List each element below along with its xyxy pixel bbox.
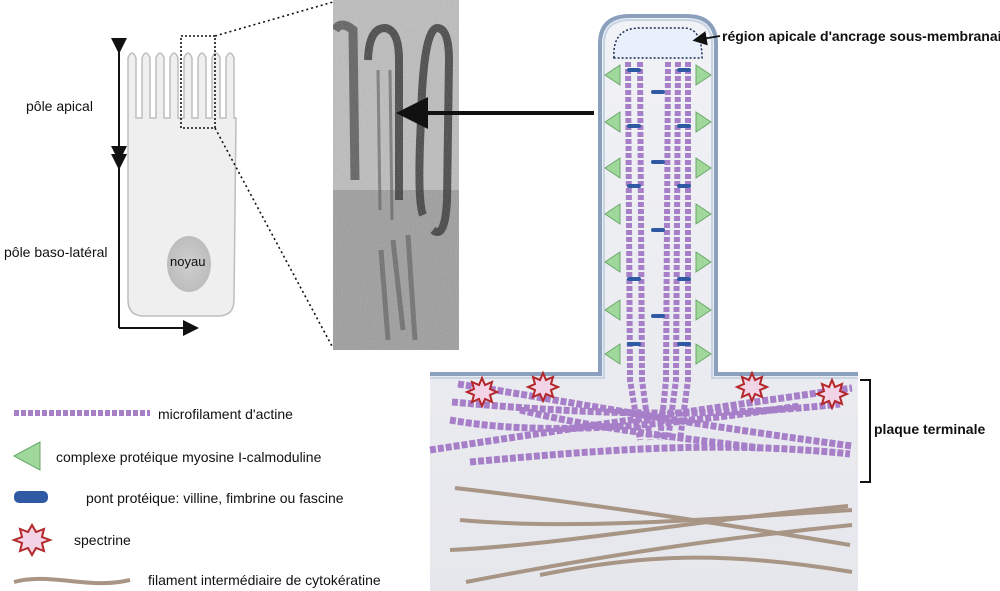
legend-label-spectrin: spectrine: [74, 532, 131, 548]
protein-bridge-icon: [14, 491, 48, 503]
legend-label-cytokeratin: filament intermédiaire de cytokératine: [148, 572, 381, 588]
basolateral-pole-label: pôle baso-latéral: [4, 244, 108, 260]
zoom-line-top: [214, 1, 334, 37]
legend-label-myosin: complexe protéique myosine I-calmoduline: [56, 449, 322, 465]
terminal-web-actin: [429, 380, 853, 466]
terminal-web-bracket: [860, 379, 871, 483]
myosin-complexes: [604, 64, 712, 365]
apical-anchor-region-label: région apicale d'ancrage sous-membranair…: [722, 28, 1000, 44]
apical-pole-label: pôle apical: [26, 98, 93, 114]
zoom-box: [180, 35, 216, 129]
polarity-arrows: [111, 38, 199, 336]
legend-label-actin: microfilament d'actine: [158, 406, 293, 422]
epithelial-cell: [127, 1, 334, 349]
spectrin-markers: [464, 370, 850, 411]
terminal-web-label: plaque terminale: [874, 421, 986, 437]
nucleus: [167, 236, 211, 292]
micrograph-texture: [333, 0, 459, 350]
zoom-line-bottom: [214, 127, 334, 349]
nucleus-label: noyau: [170, 254, 206, 269]
electron-micrograph: [333, 0, 459, 350]
legend-label-bridge: pont protéique: villine, fimbrine ou fas…: [86, 490, 344, 506]
legend-icons: [11, 410, 150, 586]
myosin-calmodulin-triangle-icon: [12, 441, 41, 471]
protein-bridges: [627, 68, 691, 346]
microvillus-schematic: [429, 14, 871, 591]
apical-anchor-region: [613, 27, 703, 59]
spectrin-star-icon: [11, 522, 53, 558]
cytokeratin-filaments: [449, 486, 853, 584]
cytokeratin-filament-icon: [13, 576, 131, 586]
